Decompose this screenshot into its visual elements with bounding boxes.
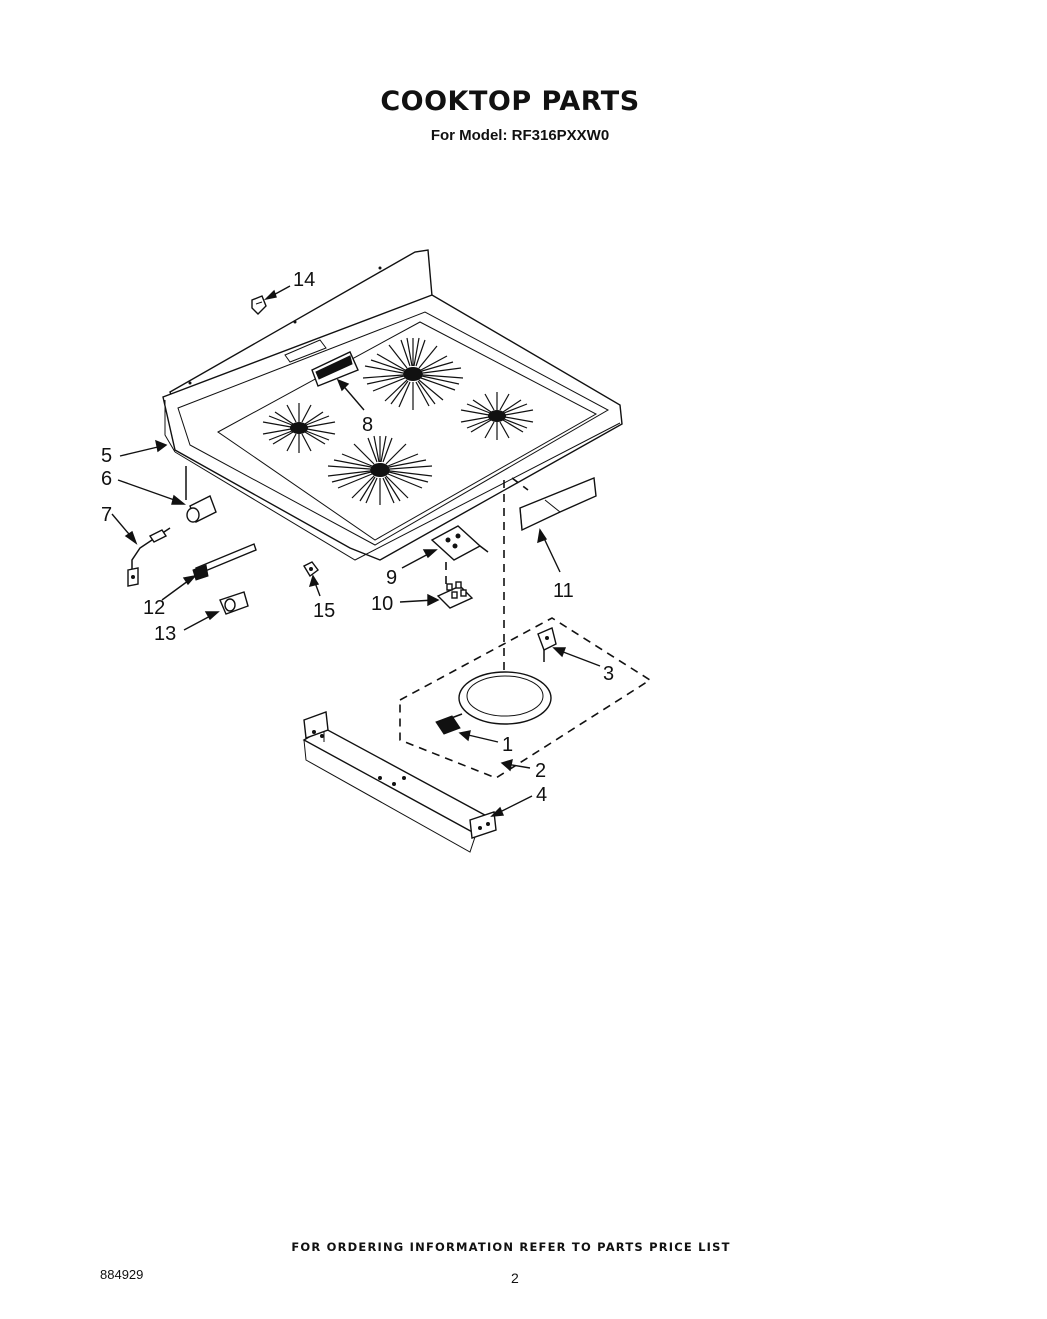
callout-13: 13 [154, 623, 176, 645]
callout-15: 15 [313, 600, 335, 622]
terminal-block-part-10 [436, 581, 474, 609]
burner-pattern-back-right [460, 392, 534, 440]
callout-14: 14 [293, 269, 315, 291]
callout-4: 4 [536, 784, 547, 806]
model-subtitle: For Model: RF316PXXW0 [430, 127, 610, 144]
leader-lines [111, 285, 601, 817]
page-number: 2 [511, 1270, 519, 1286]
callout-10: 10 [371, 593, 393, 615]
callout-2: 2 [535, 760, 546, 782]
callout-12: 12 [143, 597, 165, 619]
wire-lead-part-7 [127, 527, 171, 587]
callout-5: 5 [101, 445, 112, 467]
heat-shield-part-11 [519, 477, 597, 532]
connector-part-6 [185, 466, 217, 523]
surface-element-part-1 [435, 671, 552, 735]
callout-9: 9 [386, 567, 397, 589]
burner-pattern-front-right [327, 435, 433, 505]
cooktop-assembly [162, 249, 623, 561]
callout-8: 8 [362, 414, 373, 436]
ordering-note: FOR ORDERING INFORMATION REFER TO PARTS … [291, 1240, 731, 1254]
alignment-line [511, 477, 529, 491]
page-title: COOKTOP PARTS [380, 86, 640, 117]
callout-11: 11 [553, 580, 574, 602]
support-rail-part-4 [302, 711, 497, 853]
callout-1: 1 [502, 734, 513, 756]
element-assembly-part-2 [399, 617, 652, 779]
clip-part-14 [251, 295, 267, 315]
burner-pattern-front-left [262, 403, 336, 453]
callout-7: 7 [101, 504, 112, 526]
document-number: 884929 [100, 1267, 144, 1282]
rod-part-12 [192, 543, 257, 581]
burner-pattern-back-left [362, 337, 464, 410]
indicator-lens-part-8 [284, 339, 359, 387]
element-clip-part-3 [537, 627, 557, 662]
clamp-part-13 [219, 591, 249, 615]
callout-6: 6 [101, 468, 112, 490]
callout-3: 3 [603, 663, 614, 685]
nut-part-15 [303, 561, 319, 578]
bracket-part-9 [430, 525, 489, 590]
